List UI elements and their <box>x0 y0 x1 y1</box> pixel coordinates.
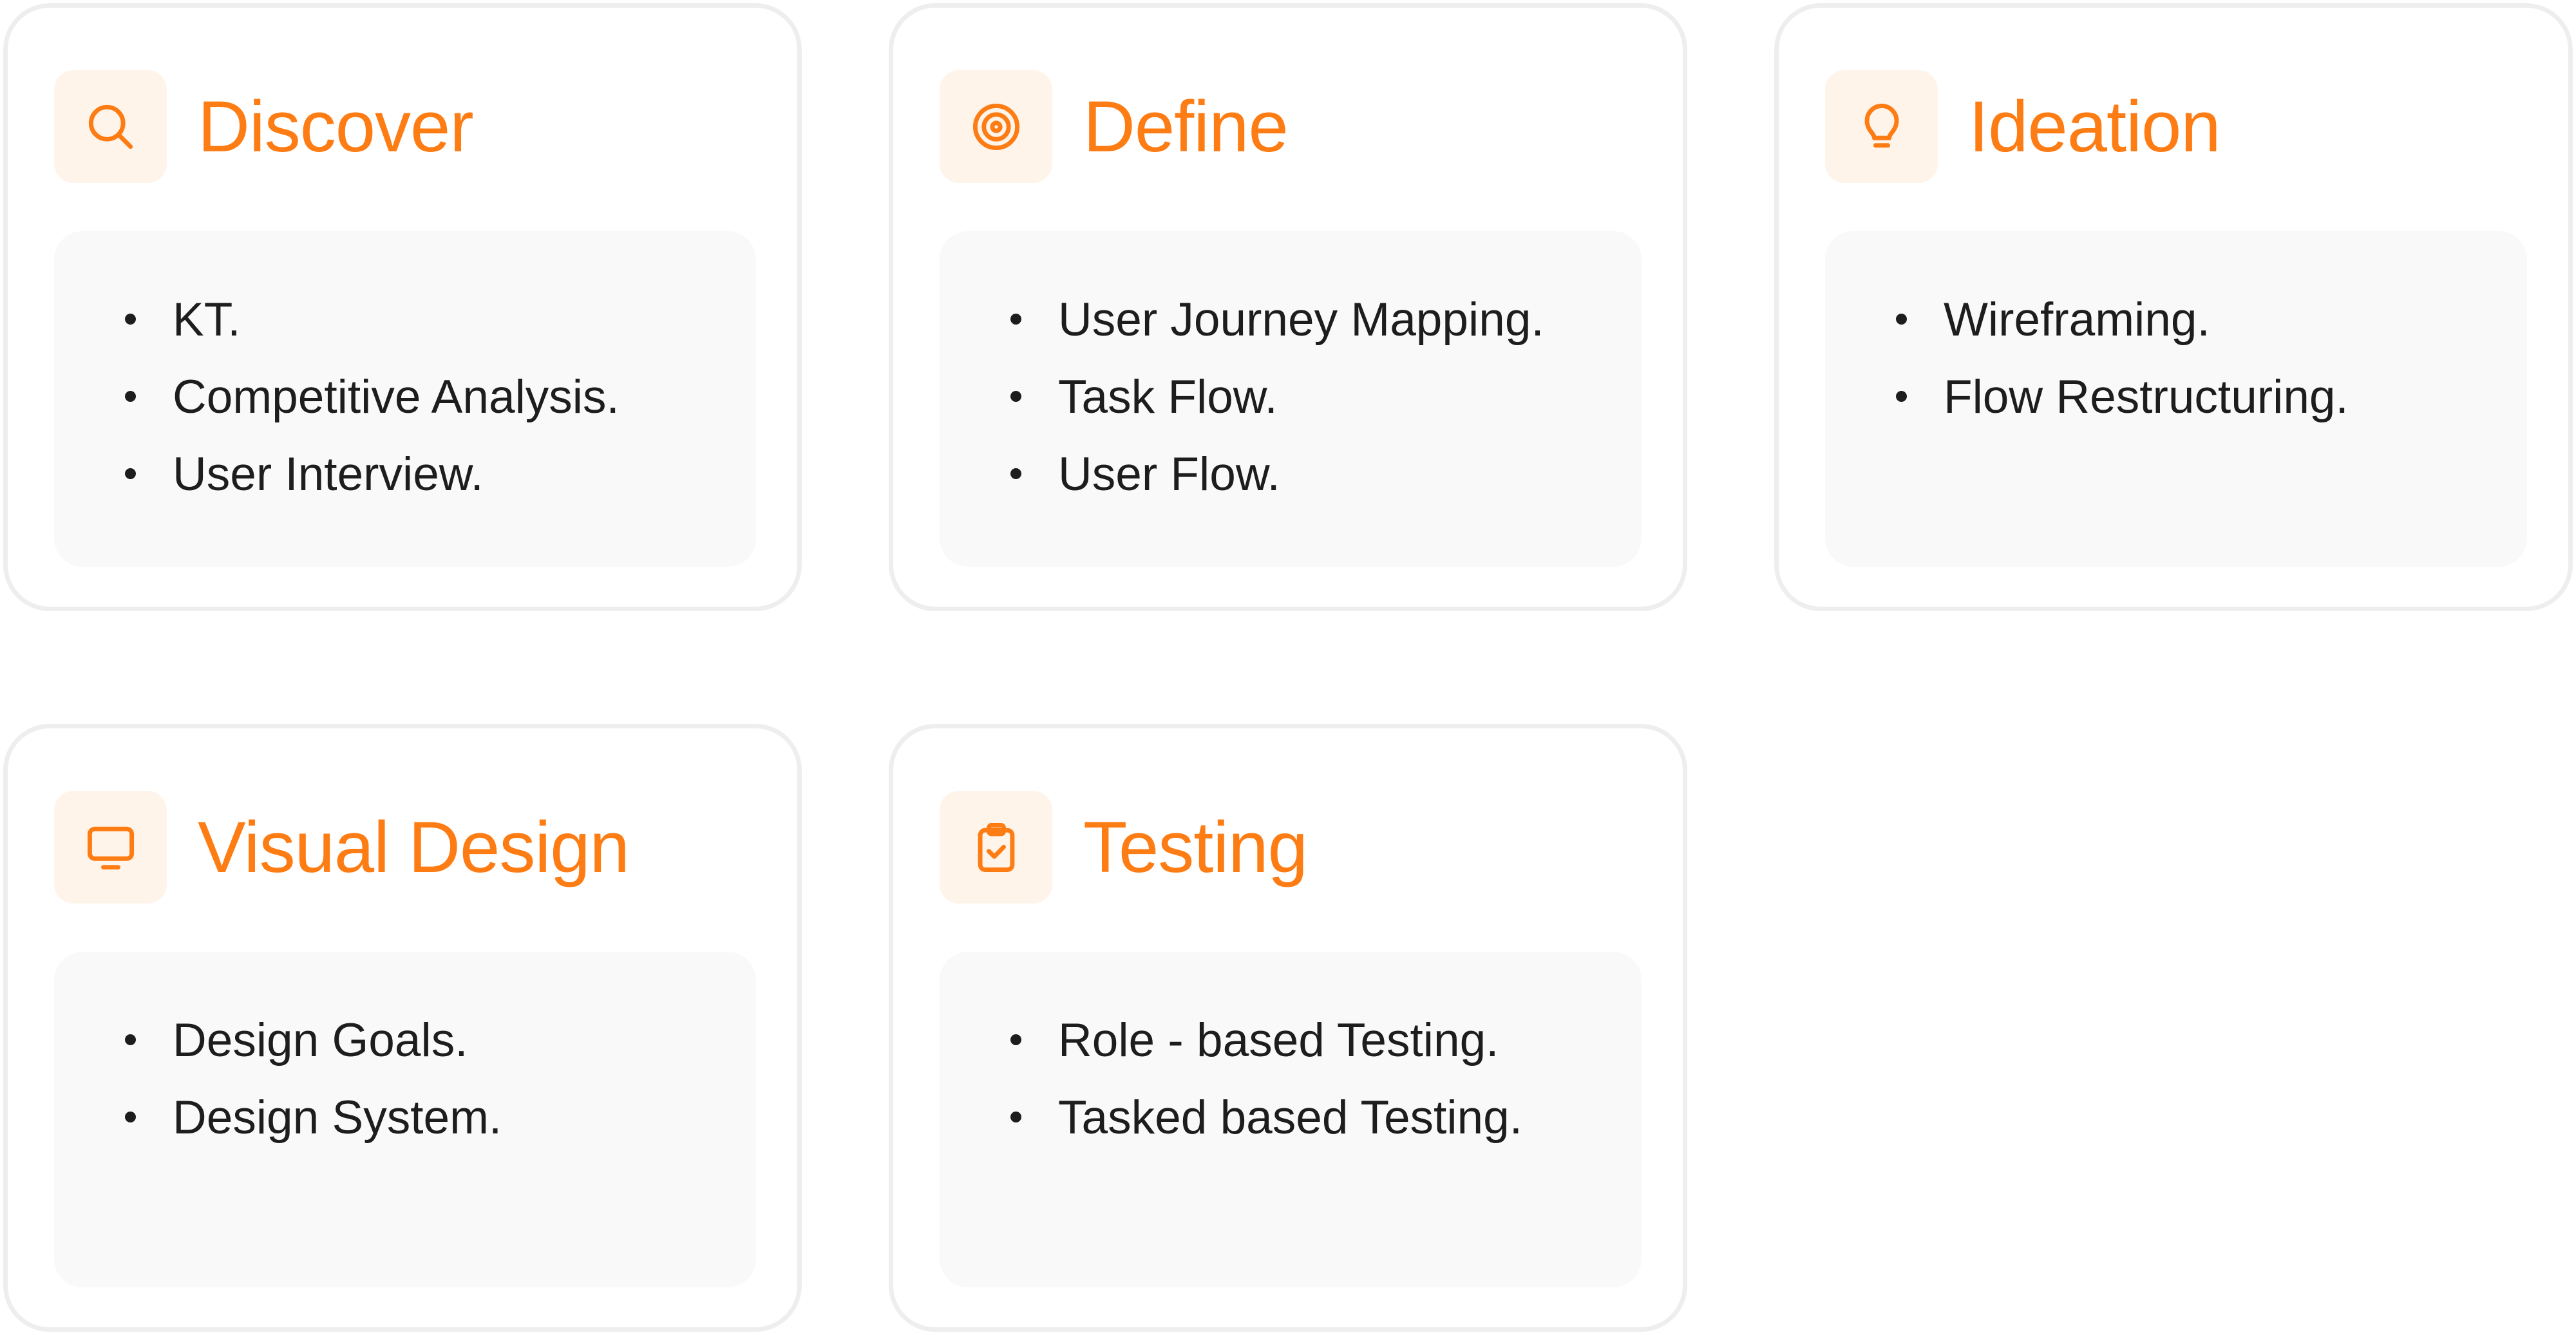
bullet <box>1010 1112 1021 1122</box>
item-label: Tasked based Testing. <box>1058 1092 1523 1144</box>
item-label: User Flow. <box>1058 448 1280 500</box>
list-item: Role - based Testing. <box>1010 1002 1642 1079</box>
icon-tile <box>940 70 1052 183</box>
item-label: User Journey Mapping. <box>1058 294 1544 346</box>
item-label: Design Goals. <box>173 1014 468 1066</box>
item-label: Task Flow. <box>1058 371 1278 423</box>
target-icon <box>972 103 1019 150</box>
items-panel: KT. Competitive Analysis. User Interview… <box>54 231 756 567</box>
items-panel: Role - based Testing. Tasked based Testi… <box>940 952 1642 1287</box>
search-icon <box>88 104 133 149</box>
list-item: KT. <box>125 281 756 359</box>
phase-card-define: Define User Journey Mapping. Task Flow. … <box>889 3 1687 611</box>
list-item: User Flow. <box>1010 436 1642 513</box>
list-item: Flow Restructuring. <box>1896 359 2527 436</box>
bullet <box>125 314 136 325</box>
list-item: Wireframing. <box>1896 281 2527 359</box>
bullet <box>1010 1034 1021 1045</box>
card-header: Testing <box>940 791 1308 904</box>
icon-tile <box>54 70 167 183</box>
item-label: Role - based Testing. <box>1058 1014 1499 1066</box>
bullet <box>1010 468 1021 479</box>
list-item: Competitive Analysis. <box>125 359 756 436</box>
items-list: Role - based Testing. Tasked based Testi… <box>1010 1002 1642 1157</box>
items-list: User Journey Mapping. Task Flow. User Fl… <box>1010 281 1642 513</box>
icon-tile <box>1825 70 1938 183</box>
bullet <box>1010 314 1021 325</box>
list-item: User Interview. <box>125 436 756 513</box>
items-panel: Wireframing. Flow Restructuring. <box>1825 231 2527 567</box>
list-item: User Journey Mapping. <box>1010 281 1642 359</box>
item-label: User Interview. <box>173 448 484 500</box>
icon-tile <box>54 791 167 904</box>
card-title: Define <box>1083 86 1289 167</box>
card-header: Discover <box>54 70 474 183</box>
monitor-icon <box>87 826 134 869</box>
lightbulb-icon <box>1864 103 1899 147</box>
list-item: Task Flow. <box>1010 359 1642 436</box>
bullet <box>125 391 136 402</box>
items-list: KT. Competitive Analysis. User Interview… <box>125 281 756 513</box>
bullet <box>125 1034 136 1045</box>
card-title: Visual Design <box>198 806 630 887</box>
list-item: Design Goals. <box>125 1002 756 1079</box>
card-title: Discover <box>198 86 474 167</box>
list-item: Design System. <box>125 1079 756 1157</box>
phase-card-testing: Testing Role - based Testing. Tasked bas… <box>889 724 1687 1332</box>
icon-tile <box>940 791 1052 904</box>
list-item: Tasked based Testing. <box>1010 1079 1642 1157</box>
items-list: Design Goals. Design System. <box>125 1002 756 1157</box>
item-label: Wireframing. <box>1944 294 2210 346</box>
card-header: Visual Design <box>54 791 630 904</box>
phase-card-discover: Discover KT. Competitive Analysis. User … <box>3 3 802 611</box>
phase-card-visual-design: Visual Design Design Goals. Design Syste… <box>3 724 802 1332</box>
card-title: Ideation <box>1969 86 2221 167</box>
card-title: Testing <box>1083 806 1308 887</box>
item-label: Flow Restructuring. <box>1944 371 2349 423</box>
item-label: KT. <box>173 294 241 346</box>
items-list: Wireframing. Flow Restructuring. <box>1896 281 2527 436</box>
item-label: Design System. <box>173 1092 502 1144</box>
clipboard-check-icon <box>978 822 1014 872</box>
card-header: Ideation <box>1825 70 2221 183</box>
bullet <box>1896 314 1907 325</box>
card-header: Define <box>940 70 1289 183</box>
phase-card-ideation: Ideation Wireframing. Flow Restructuring… <box>1774 3 2573 611</box>
items-panel: Design Goals. Design System. <box>54 952 756 1287</box>
bullet <box>1010 391 1021 402</box>
bullet <box>125 1112 136 1122</box>
bullet <box>1896 391 1907 402</box>
bullet <box>125 468 136 479</box>
item-label: Competitive Analysis. <box>173 371 620 423</box>
items-panel: User Journey Mapping. Task Flow. User Fl… <box>940 231 1642 567</box>
